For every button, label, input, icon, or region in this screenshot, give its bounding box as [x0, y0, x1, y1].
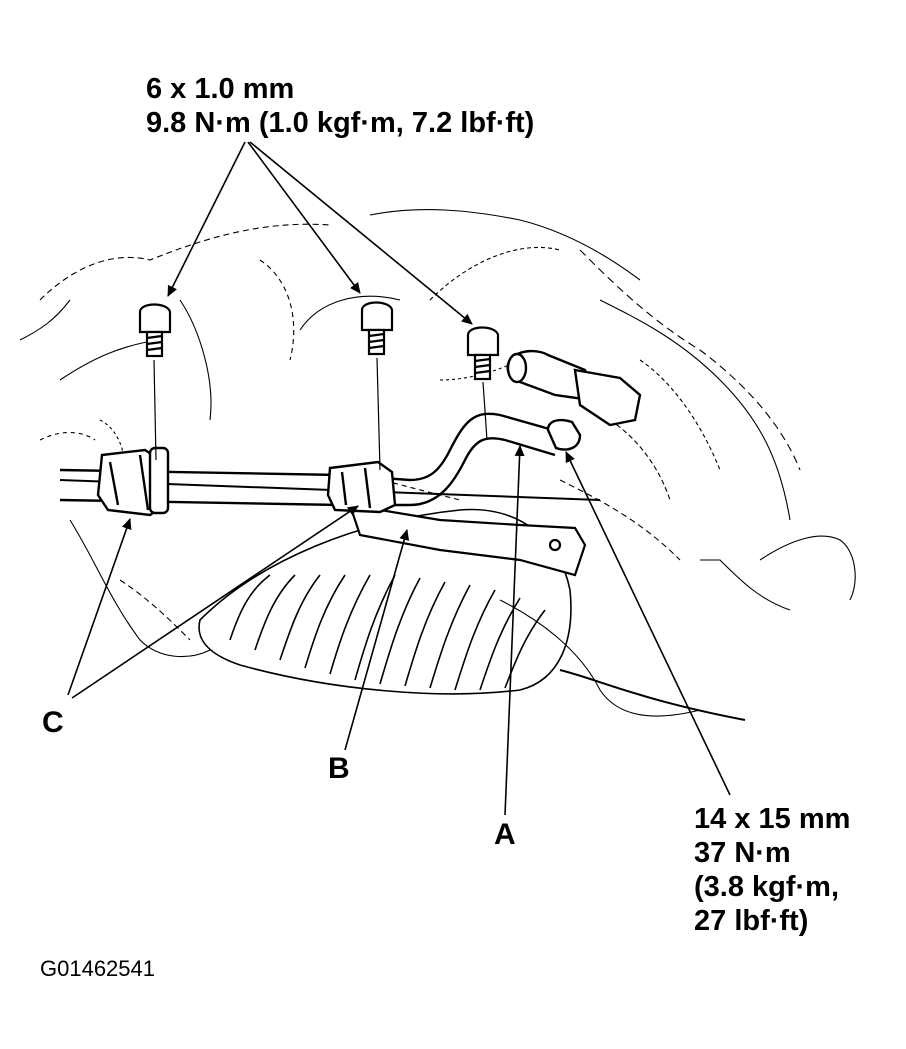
- line-fitting: [506, 349, 642, 451]
- callout-b: B: [328, 752, 350, 785]
- callout-a: A: [494, 818, 516, 851]
- callout-c: C: [42, 706, 64, 739]
- mounting-bracket: [348, 503, 587, 577]
- figure-id: G01462541: [40, 956, 155, 981]
- bolt-size: 6 x 1.0 mm: [146, 73, 295, 105]
- nut-torque: 37 N·m: [694, 837, 791, 869]
- spec-leader-arrows: [167, 141, 473, 325]
- bolt-torque-spec: 6 x 1.0 mm 9.8 N·m (1.0 kgf·m, 7.2 lbf·f…: [146, 72, 534, 140]
- nut-torque-kgf: (3.8 kgf·m,: [694, 871, 840, 903]
- bolt-torque: 9.8 N·m (1.0 kgf·m, 7.2 lbf·ft): [146, 107, 535, 139]
- bolt-left: [138, 303, 172, 358]
- callout-leaders: [67, 445, 525, 816]
- clamp-b: [326, 460, 397, 514]
- nut-size: 14 x 15 mm: [694, 803, 851, 835]
- nut-leader-arrow: [565, 451, 731, 796]
- clamp-c: [96, 446, 170, 517]
- nut-torque-spec: 14 x 15 mm 37 N·m (3.8 kgf·m, 27 lbf·ft): [694, 802, 850, 938]
- nut-torque-lbf: 27 lbf·ft): [694, 905, 809, 937]
- bolt-guide-lines: [153, 357, 488, 471]
- bolt-right: [466, 326, 500, 381]
- bolt-middle: [360, 301, 394, 356]
